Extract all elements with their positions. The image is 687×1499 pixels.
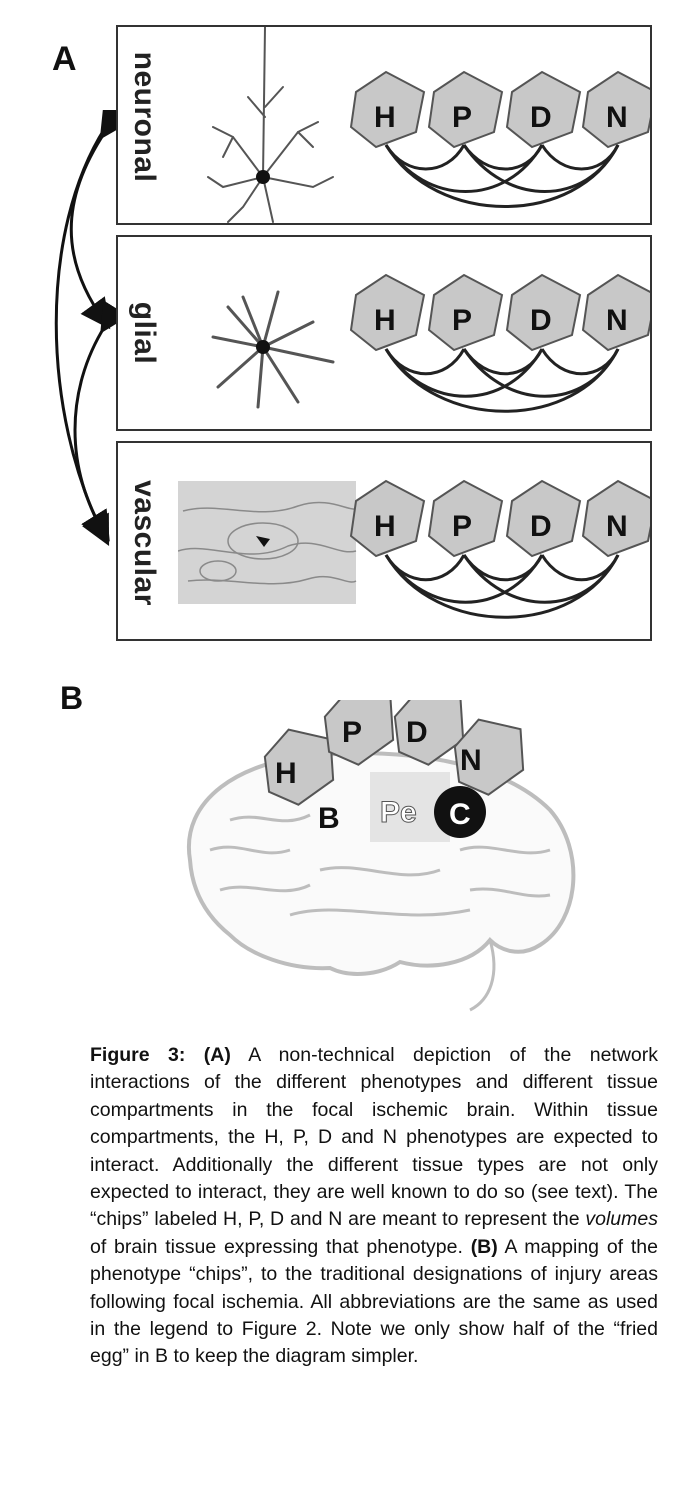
phenotype-chip-network: H P D N (349, 479, 650, 619)
region-label-c: C (449, 798, 471, 831)
chip-label-d: D (530, 304, 552, 337)
caption-part-b-label: (B) (470, 1235, 498, 1258)
brain-phenotype-map: H P D N B Pe C (186, 700, 576, 1012)
compartment-label: vascular (128, 480, 161, 606)
chip-label-p: P (452, 101, 472, 134)
brain-chip-label-d: D (406, 716, 428, 749)
glial-cell-icon (211, 290, 335, 409)
phenotype-chip-network: H P D N (349, 70, 650, 208)
chip-label-h: H (374, 101, 396, 134)
caption-figure-label: Figure 3: (90, 1044, 186, 1066)
compartment-glial: glial H P D N (116, 235, 652, 431)
figure-caption: Figure 3: (A) A non-technical depiction … (90, 1042, 658, 1371)
panel-a-label: A (52, 40, 77, 78)
brain-chip-label-p: P (342, 716, 362, 749)
brain-chip-label-h: H (275, 757, 297, 790)
brain-chip-label-n: N (460, 744, 482, 777)
region-label-b: B (318, 802, 340, 835)
chip-label-n: N (606, 510, 628, 543)
compartment-label: glial (128, 301, 161, 365)
chip-label-p: P (452, 304, 472, 337)
chip-label-d: D (530, 101, 552, 134)
phenotype-chip-network: H P D N (349, 273, 650, 413)
compartment-vascular: vascular H P D N (116, 441, 652, 641)
vascular-tissue-image (178, 481, 357, 604)
chip-label-h: H (374, 304, 396, 337)
compartment-label: neuronal (128, 51, 161, 183)
caption-text: of brain tissue expressing that phenotyp… (90, 1235, 471, 1258)
neuron-cell-icon (207, 27, 334, 223)
region-label-pe: Pe (380, 796, 417, 829)
compartment-interaction-arrows (54, 110, 120, 547)
chip-label-p: P (452, 510, 472, 543)
chip-label-n: N (606, 304, 628, 337)
caption-part-a-label: (A) (203, 1044, 231, 1066)
chip-label-h: H (374, 510, 396, 543)
compartment-neuronal: neuronal H P D N (116, 25, 652, 225)
chip-label-d: D (530, 510, 552, 543)
caption-text: A mapping of the phenotype “chips”, to t… (90, 1235, 658, 1368)
caption-emphasis: volumes (585, 1208, 658, 1231)
chip-label-n: N (606, 101, 628, 134)
panel-b-label: B (60, 680, 84, 716)
caption-text: A non-technical depiction of the network… (90, 1044, 659, 1231)
